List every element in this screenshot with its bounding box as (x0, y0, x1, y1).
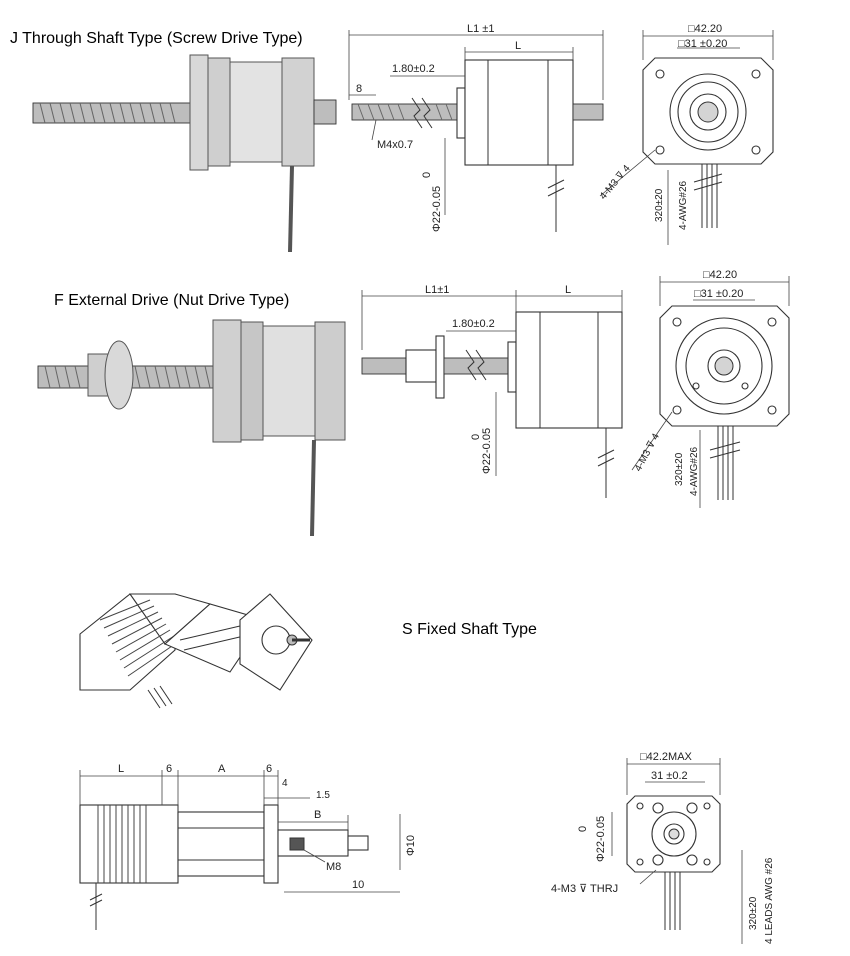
s-dim-holes: 4-M3 ⊽ THRJ (551, 883, 618, 895)
s-dim-b: B (314, 809, 321, 821)
s-dim-six-b: 6 (266, 763, 272, 775)
s-dim-ten: 10 (352, 879, 364, 891)
s-dim-a: A (218, 763, 226, 775)
j-dim-dia: Φ22-0.05 (431, 186, 443, 232)
section-title-f: F External Drive (Nut Drive Type) (54, 292, 290, 309)
s-end-view (611, 758, 743, 944)
s-dim-m8: M8 (326, 861, 341, 873)
f-side-view (361, 290, 623, 498)
s-dim-dia10: Φ10 (405, 835, 417, 856)
f-dim-dia-top: 0 (470, 434, 482, 440)
j-dim-thread: M4x0.7 (377, 139, 413, 151)
j-dim-pitch: □31 ±0.20 (678, 38, 727, 50)
s-dim-one5: 1.5 (316, 790, 330, 801)
s-isometric-illustration (79, 593, 313, 709)
f-dim-awg: 4-AWG#26 (689, 446, 700, 496)
j-dim-flange: 1.80±0.2 (392, 63, 435, 75)
f-dim-l1: L1±1 (425, 284, 449, 296)
f-motor-illustration (37, 319, 346, 537)
s-dim-square: □42.2MAX (640, 751, 693, 763)
s-dim-dia: Φ22-0.05 (595, 816, 607, 862)
j-dim-dia-top: 0 (421, 172, 433, 178)
f-end-view (631, 276, 790, 508)
f-dim-pitch: □31 ±0.20 (694, 288, 743, 300)
j-dim-square: □42.20 (688, 23, 722, 35)
j-motor-illustration (32, 54, 337, 253)
f-dim-lead-len: 320±20 (674, 452, 685, 486)
j-dim-lead-len: 320±20 (654, 188, 665, 222)
j-dim-end: 8 (356, 83, 362, 95)
section-title-s: S Fixed Shaft Type (402, 621, 537, 638)
f-dim-l: L (565, 284, 571, 296)
f-dim-holes: 4-M3 ⊽ 4 (633, 431, 662, 473)
s-dim-six-a: 6 (166, 763, 172, 775)
s-dim-pitch: 31 ±0.2 (651, 770, 688, 782)
j-dim-holes: 4-M3 ⊽ 4 (598, 163, 633, 202)
s-side-view (79, 770, 401, 930)
section-title-j: J Through Shaft Type (Screw Drive Type) (10, 30, 303, 47)
s-dim-l: L (118, 763, 124, 775)
j-end-view (599, 30, 774, 245)
s-dim-lead-len: 320±20 (748, 896, 759, 930)
s-dim-four: 4 (282, 778, 288, 789)
f-dim-dia: Φ22-0.05 (481, 428, 493, 474)
s-dim-leads: 4 LEADS AWG #26 (764, 857, 775, 944)
j-dim-awg: 4-AWG#26 (678, 180, 689, 230)
j-dim-l1: L1 ±1 (467, 23, 494, 35)
j-side-view (348, 30, 604, 232)
f-dim-square: □42.20 (703, 269, 737, 281)
j-dim-l: L (515, 40, 521, 52)
f-dim-flange: 1.80±0.2 (452, 318, 495, 330)
s-dim-dia-top: 0 (577, 826, 589, 832)
